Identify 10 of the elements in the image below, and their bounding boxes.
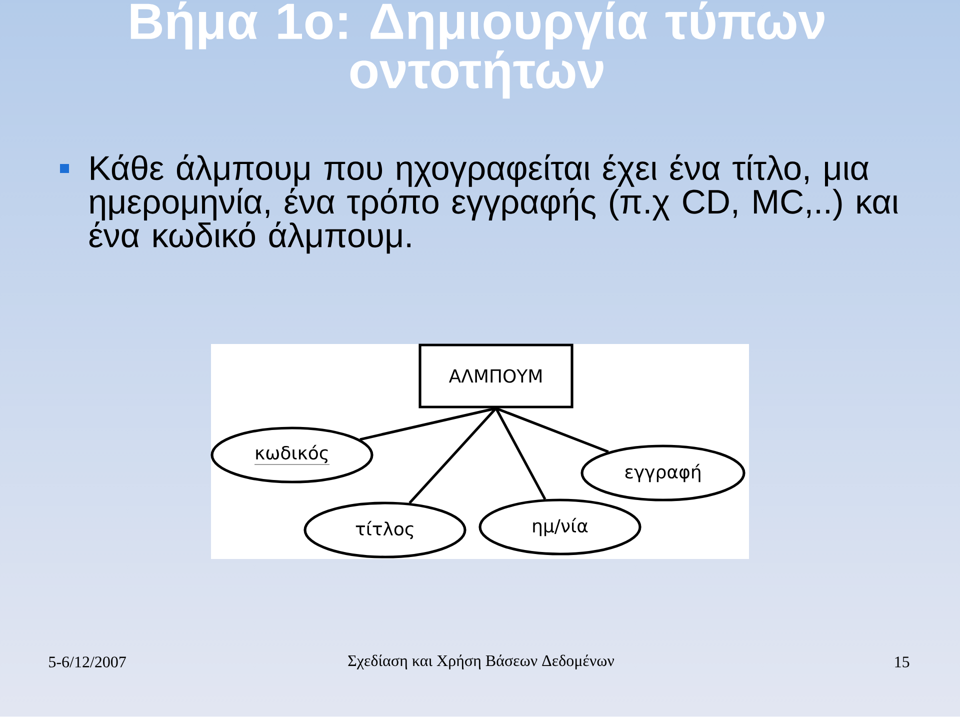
connector-line [360, 407, 496, 441]
connector-line [496, 407, 609, 454]
entity-box: ΑΛΜΠΟΥΜ [418, 344, 574, 408]
connector-line [494, 408, 546, 500]
footer-date: 5-6/12/2007 [49, 656, 126, 668]
bullet-text: Κάθε άλμπουμ που ηχογραφείται έχει ένα τίτλο, μια ημερομηνία, ένα τρόπο εγγραφής (π.χ CD, MC,..) και ένα κωδικό άλμπουμ. [89, 154, 898, 254]
page-number: 15 [895, 656, 910, 668]
connector-line [408, 407, 497, 504]
slide-title: Βήμα 1ο: Δημιουργία τύπων οντοτήτων [130, 1, 824, 99]
footer-title: Σχεδίαση και Χρήση Βάσεων Δεδομένων [348, 654, 614, 670]
